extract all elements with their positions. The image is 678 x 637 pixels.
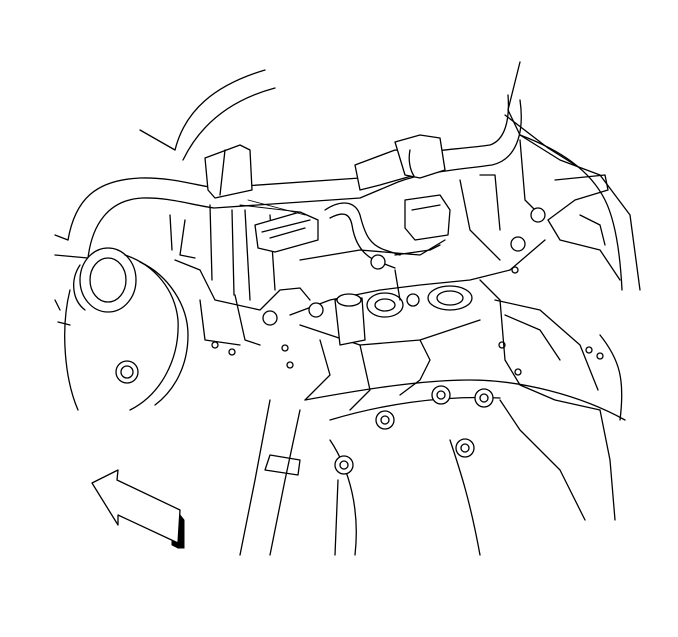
- lower-case: [239, 379, 626, 556]
- upper-hose: [67, 94, 522, 259]
- engine-dome: [139, 69, 276, 161]
- transmission-housing: [504, 61, 641, 421]
- arrow-up-left-icon: [91, 469, 185, 549]
- left-pipe-pulley: [54, 234, 189, 411]
- mount-bracket: [262, 207, 604, 411]
- wiring-connector: [169, 194, 451, 270]
